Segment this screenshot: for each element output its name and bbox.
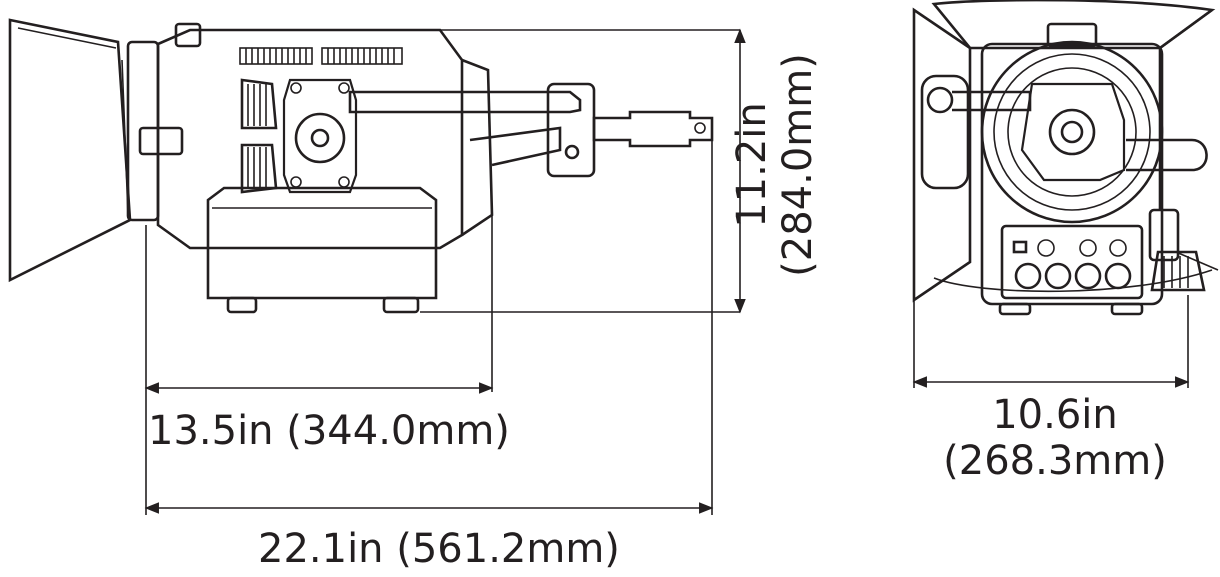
width-metric: (268.3mm) (943, 438, 1167, 484)
width-label: 10.6in (268.3mm) (940, 392, 1170, 484)
height-value: 11.2in (729, 102, 775, 228)
ballast-base (206, 186, 438, 300)
front-ring (126, 40, 160, 222)
front-dimension-lines (912, 295, 1190, 388)
handle-clamp (546, 82, 596, 178)
barn-door-left-front (912, 7, 972, 303)
height-label: 11.2in (284.0mm) (729, 53, 821, 277)
yoke-knob (294, 112, 346, 164)
front-cooling-knob (1150, 250, 1206, 292)
cooling-knob-bottom (240, 143, 278, 194)
side-view-fixture (8, 18, 714, 314)
height-metric: (284.0mm) (775, 53, 821, 277)
body-length-label: 13.5in (344.0mm) (148, 408, 510, 454)
connector-panel (1000, 224, 1144, 300)
yoke-plate (282, 78, 358, 194)
xlr-out-icon (1074, 262, 1102, 290)
width-value: 10.6in (992, 392, 1118, 438)
handle-arm (348, 90, 582, 114)
front-lens (980, 40, 1164, 224)
barn-door-left (8, 18, 132, 283)
side-dimension-lines (144, 28, 746, 515)
front-body (980, 42, 1164, 306)
power-in-icon (1044, 262, 1072, 290)
clip-handle (138, 126, 184, 156)
xlr-in-icon (1014, 262, 1042, 290)
data-port-icon (1104, 262, 1132, 290)
front-view-fixture (912, 0, 1219, 316)
top-vents-icon (239, 47, 403, 65)
front-yoke-plate (1020, 82, 1126, 182)
total-length-label: 22.1in (561.2mm) (258, 526, 620, 572)
front-clamp (920, 74, 970, 190)
cooling-knob-top (240, 78, 278, 130)
